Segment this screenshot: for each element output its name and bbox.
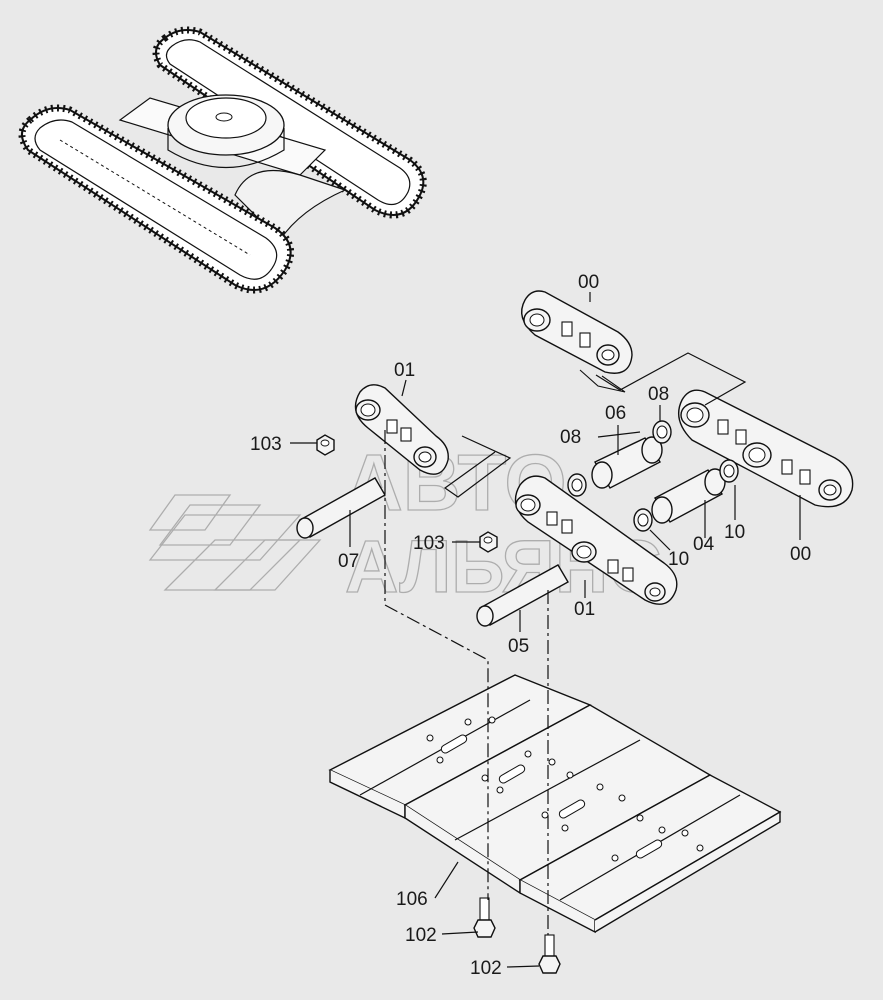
track-shoes (328, 674, 782, 934)
center-frame (118, 94, 347, 241)
pin-left (296, 477, 386, 539)
bolt-right (538, 934, 561, 974)
callout-bushing-lower: 04 (693, 534, 715, 555)
callout-nut-upper: 103 (250, 434, 282, 455)
callout-seal-right: 10 (724, 522, 745, 543)
bushing-upper (591, 436, 663, 489)
seal-rings (567, 420, 739, 532)
leader-lines (290, 292, 801, 968)
callout-bushing-upper: 06 (605, 403, 626, 424)
link-assembly-upper (521, 290, 633, 393)
callout-seal-lower: 10 (668, 549, 689, 570)
link-assembly-right (678, 389, 854, 508)
track-frame-front (18, 104, 295, 294)
callout-pin-master: 05 (508, 636, 529, 657)
link-left-upper (354, 384, 449, 475)
undercarriage-overview (18, 26, 427, 294)
callout-shoe: 106 (396, 889, 428, 910)
callout-link-left-top: 01 (394, 360, 415, 381)
callout-pin-left: 07 (338, 551, 359, 572)
callout-seal-upper: 08 (648, 384, 669, 405)
track-frame-rear (152, 26, 427, 219)
bolt-left (473, 897, 496, 938)
nut-upper (316, 434, 335, 456)
link-left-lower (514, 475, 678, 605)
pin-master (476, 564, 569, 627)
callout-bolt-right: 102 (470, 958, 502, 979)
callout-bolt-left: 102 (405, 925, 437, 946)
callout-link-assembly-top: 00 (578, 272, 599, 293)
callout-nut-lower: 103 (413, 533, 445, 554)
callout-labels: 00 01 08 06 08 103 103 07 10 04 10 00 01… (250, 272, 811, 979)
callout-link-left-bottom: 01 (574, 599, 595, 620)
nut-lower (479, 531, 498, 553)
callout-link-assembly-right: 00 (790, 544, 811, 565)
bushing-lower (651, 468, 726, 524)
callout-seal-mid: 08 (560, 427, 581, 448)
assembly-bracket-lines (443, 352, 747, 498)
center-lines (384, 430, 549, 935)
